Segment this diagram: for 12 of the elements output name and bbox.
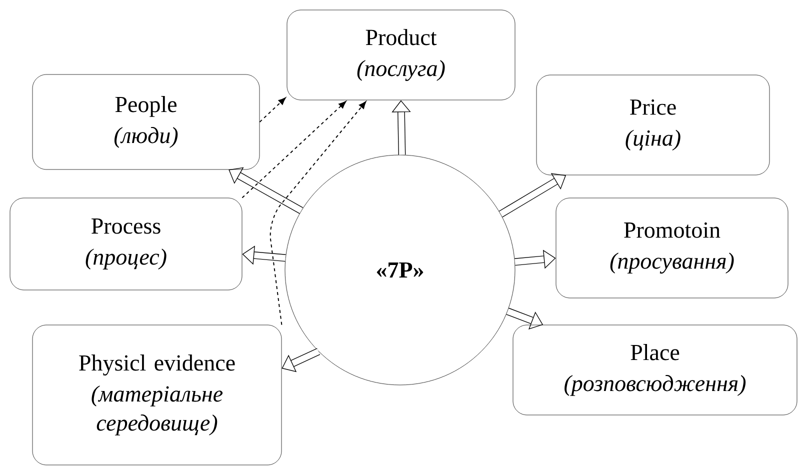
rounded-box: Promotoin (просування) (556, 198, 788, 298)
block-arrow (282, 348, 320, 372)
rounded-box: Product (послуга) (286, 10, 516, 100)
dashed-arrow (270, 101, 366, 326)
rounded-box: People (люди) (32, 74, 260, 170)
dashed-arrow (242, 101, 346, 198)
block-arrow (228, 167, 304, 214)
dashed-arrow (259, 97, 286, 122)
rounded-box: Process (процес) (10, 198, 242, 290)
rounded-box: Place (розповсюдження) (512, 324, 798, 416)
rounded-box: Price (ціна) (536, 74, 770, 176)
rounded-box: Physicl evidence (матеріальне середовище) (32, 324, 282, 466)
